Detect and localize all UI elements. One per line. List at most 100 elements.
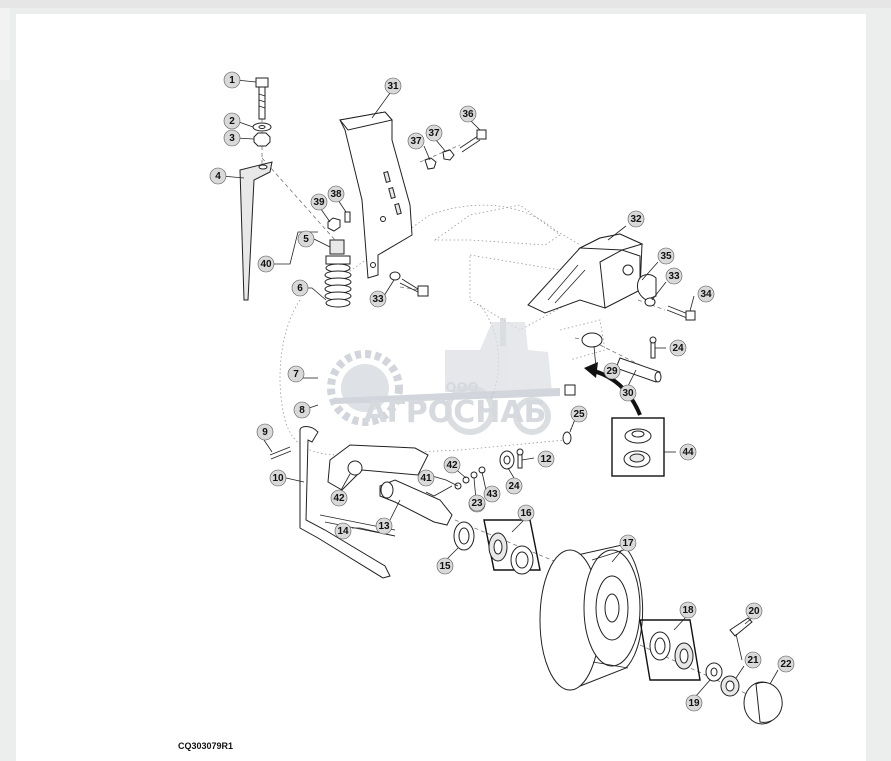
callout-circle bbox=[744, 651, 762, 669]
callout-6: 6 bbox=[291, 279, 309, 297]
callout-number: 19 bbox=[688, 698, 700, 709]
part-bolt-2 bbox=[255, 77, 269, 120]
callout-number: 3 bbox=[229, 133, 235, 144]
callout-24: 24 bbox=[669, 339, 687, 357]
part-arrow-to-44 bbox=[584, 362, 642, 416]
callout-circle bbox=[679, 601, 697, 619]
callout-number: 5 bbox=[303, 234, 309, 245]
part-arm-12 bbox=[327, 444, 429, 491]
callout-circle bbox=[697, 285, 715, 303]
frame-outline bbox=[279, 204, 606, 456]
part-nut-4 bbox=[253, 132, 271, 147]
callout-number: 13 bbox=[378, 521, 390, 532]
part-housing-32 bbox=[527, 233, 644, 314]
callout-number: 12 bbox=[540, 454, 552, 465]
part-spindle-13 bbox=[379, 479, 453, 526]
callout-number: 32 bbox=[630, 214, 642, 225]
callout-circle bbox=[468, 494, 486, 512]
callout-8: 8 bbox=[293, 401, 311, 419]
callout-5: 5 bbox=[297, 230, 315, 248]
callout-number: 30 bbox=[622, 388, 634, 399]
part-tine-31 bbox=[239, 161, 273, 301]
part-bolt-36 bbox=[459, 129, 487, 153]
callout-number: 42 bbox=[333, 493, 345, 504]
callout-number: 35 bbox=[660, 251, 672, 262]
part-bolt-33-upper bbox=[389, 271, 429, 297]
callout-number: 23 bbox=[471, 498, 483, 509]
callout-number: 33 bbox=[668, 271, 680, 282]
callout-number: 25 bbox=[573, 409, 585, 420]
callout-number: 39 bbox=[313, 197, 325, 208]
callout-circle bbox=[443, 456, 461, 474]
callout-number: 36 bbox=[462, 109, 474, 120]
part-spring-6 bbox=[324, 255, 352, 308]
parts-exploded-diagram: ООО АГРОСНАБ 123431393854063337373632353… bbox=[209, 71, 795, 725]
callout-circle bbox=[384, 77, 402, 95]
callout-38: 38 bbox=[327, 185, 345, 203]
callout-13: 13 bbox=[375, 517, 393, 535]
watermark-prefix: ООО bbox=[445, 381, 478, 396]
callout-circle bbox=[223, 71, 241, 89]
callout-number: 2 bbox=[229, 116, 235, 127]
callout-4: 4 bbox=[209, 167, 227, 185]
callout-18: 18 bbox=[679, 601, 697, 619]
callout-7: 7 bbox=[287, 365, 305, 383]
callout-24: 24 bbox=[505, 477, 523, 495]
callout-circle bbox=[291, 279, 309, 297]
callout-33: 33 bbox=[369, 290, 387, 308]
callout-number: 34 bbox=[700, 289, 712, 300]
part-pin-24-lower bbox=[516, 448, 524, 469]
callout-17: 17 bbox=[619, 534, 637, 552]
callout-number: 9 bbox=[262, 427, 268, 438]
part-nut-37b bbox=[442, 149, 455, 161]
callout-circle bbox=[334, 522, 352, 540]
callout-circle bbox=[657, 247, 675, 265]
callout-number: 15 bbox=[439, 561, 451, 572]
browser-top-strip bbox=[0, 0, 891, 8]
callout-circle bbox=[310, 193, 328, 211]
callout-25: 25 bbox=[570, 405, 588, 423]
callout-19: 19 bbox=[685, 694, 703, 712]
tractor-gear-logo-icon bbox=[327, 318, 560, 435]
callout-44: 44 bbox=[679, 443, 697, 461]
callout-number: 40 bbox=[260, 259, 272, 270]
callout-number: 31 bbox=[387, 81, 399, 92]
callout-16: 16 bbox=[517, 504, 535, 522]
callout-20: 20 bbox=[745, 602, 763, 620]
figure-id: CQ303079R1 bbox=[178, 741, 234, 751]
part-pin-9 bbox=[269, 446, 292, 460]
callout-9: 9 bbox=[256, 423, 274, 441]
callout-41: 41 bbox=[417, 469, 435, 487]
callout-number: 14 bbox=[337, 526, 349, 537]
callout-circle bbox=[537, 450, 555, 468]
callout-14: 14 bbox=[334, 522, 352, 540]
part-wheel-17 bbox=[539, 544, 644, 691]
callout-3: 3 bbox=[223, 129, 241, 147]
callout-37: 37 bbox=[425, 124, 443, 142]
callout-circle bbox=[407, 132, 425, 150]
part-cotter-38 bbox=[344, 211, 351, 223]
part-washers-42-43 bbox=[454, 466, 486, 490]
part-cap-5 bbox=[329, 239, 345, 255]
part-race-15 bbox=[453, 521, 475, 551]
callout-circle bbox=[369, 290, 387, 308]
callout-1: 1 bbox=[223, 71, 241, 89]
callout-42: 42 bbox=[330, 489, 348, 507]
left-edge-panel bbox=[0, 8, 10, 80]
callout-number: 24 bbox=[672, 343, 684, 354]
part-rod-10 bbox=[299, 426, 391, 579]
callout-number: 4 bbox=[215, 171, 221, 182]
callout-circle bbox=[327, 185, 345, 203]
part-bolt-33-right bbox=[644, 297, 656, 307]
callout-number: 41 bbox=[420, 473, 432, 484]
callout-circle bbox=[223, 112, 241, 130]
callout-number: 38 bbox=[330, 189, 342, 200]
callout-number: 20 bbox=[748, 606, 760, 617]
part-bracket-1 bbox=[339, 111, 413, 279]
watermark-company-name: АГРОСНАБ bbox=[363, 395, 546, 430]
callout-circle bbox=[459, 105, 477, 123]
callout-33: 33 bbox=[665, 267, 683, 285]
callout-circle bbox=[269, 469, 287, 487]
callout-circle bbox=[257, 255, 275, 273]
